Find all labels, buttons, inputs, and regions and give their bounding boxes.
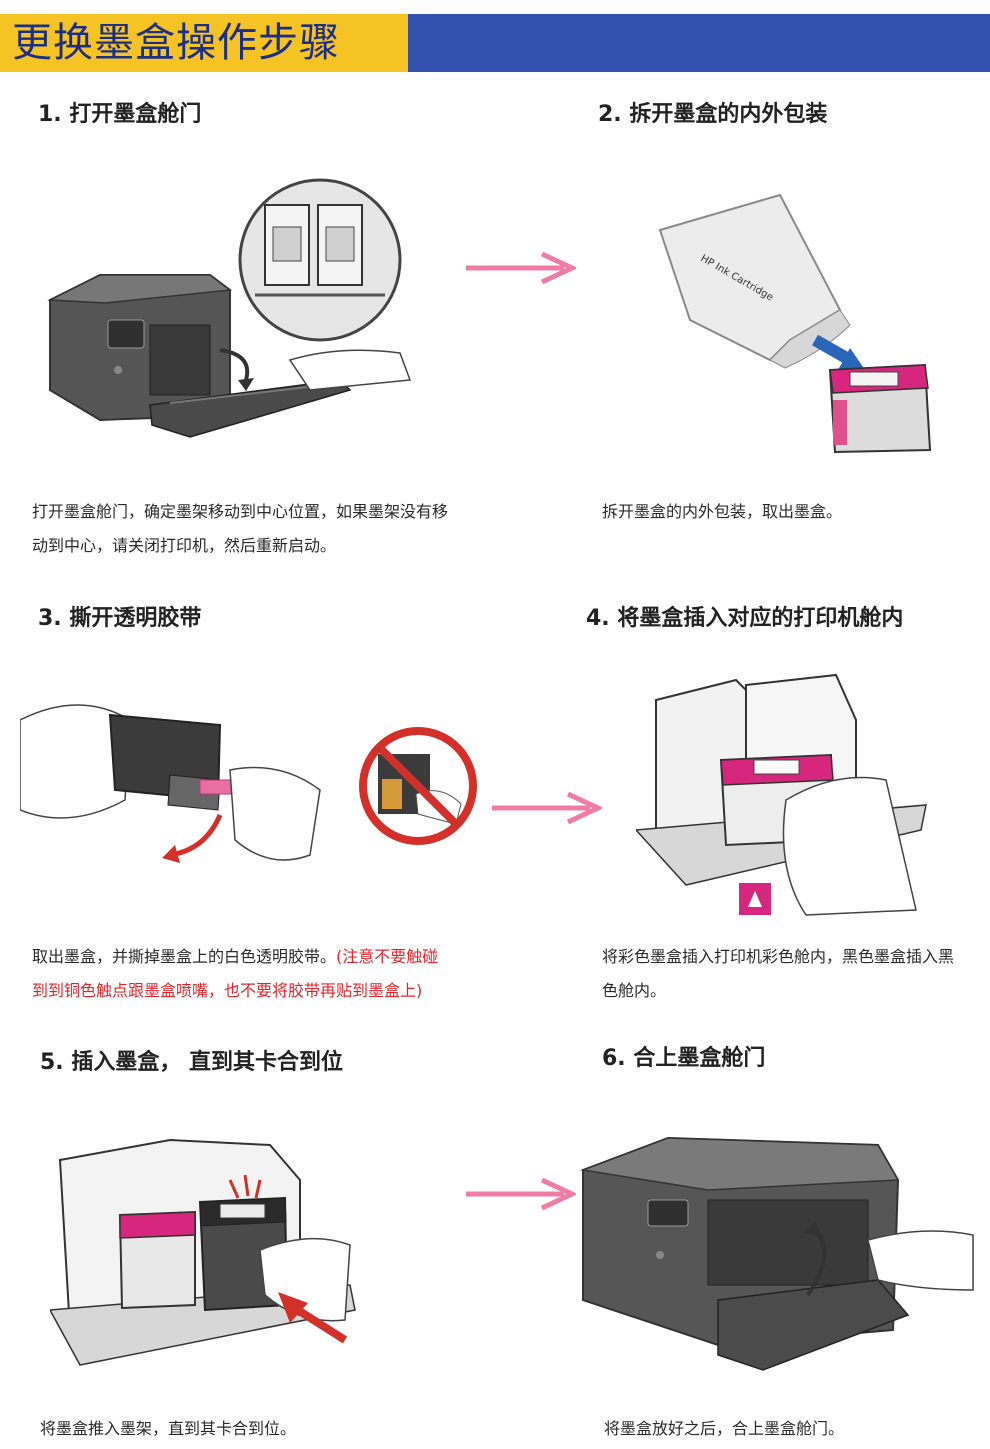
step-3-description-text: 取出墨盒，并撕掉墨盒上的白色透明胶带。: [32, 947, 337, 966]
step-6-illustration: [580, 1136, 974, 1371]
step-5-description: 将墨盒推入墨架，直到其卡合到位。: [40, 1419, 297, 1438]
step-3-illustration: [20, 704, 321, 863]
step-1-illustration: [47, 178, 412, 438]
step-4-title: 4. 将墨盒插入对应的打印机舱内: [586, 606, 904, 631]
step-2-description: 拆开墨盒的内外包装，取出墨盒。: [602, 502, 843, 521]
step-3-description: 取出墨盒，并撕掉墨盒上的白色透明胶带。(注意不要触碰到到铜色触点跟墨盒喷嘴，也不…: [32, 940, 452, 1008]
step-4-illustration: [636, 673, 927, 916]
step-1-description: 打开墨盒舱门，确定墨架移动到中心位置，如果墨架没有移动到中心，请关闭打印机，然后…: [32, 502, 449, 555]
arrow-right-icon: [466, 1177, 576, 1211]
arrow-right-icon: [492, 791, 602, 825]
step-2-title: 2. 拆开墨盒的内外包装: [598, 102, 828, 127]
header-yellow-band: [0, 14, 408, 72]
step-5-illustration: [50, 1138, 356, 1366]
step-2-illustration: HP Ink Cartridge: [658, 193, 932, 454]
step-3-warning-text: (注意不要触碰到到铜色触点跟墨盒喷嘴，也不要将胶带再贴到墨盒上): [32, 947, 439, 1000]
no-touch-warning-icon: [359, 727, 477, 845]
arrow-right-icon: [466, 251, 576, 285]
step-1-title: 1. 打开墨盒舱门: [38, 102, 202, 127]
page-title: 更换墨盒操作步骤: [12, 20, 340, 66]
step-3-title: 3. 撕开透明胶带: [38, 606, 202, 631]
step-5-title: 5. 插入墨盒， 直到其卡合到位: [40, 1050, 343, 1075]
step-6-description: 将墨盒放好之后，合上墨盒舱门。: [604, 1419, 845, 1438]
header-blue-band: [408, 14, 990, 72]
step-6-title: 6. 合上墨盒舱门: [602, 1046, 766, 1071]
page-header: 更换墨盒操作步骤: [0, 0, 990, 74]
step-4-description: 将彩色墨盒插入打印机彩色舱内，黑色墨盒插入黑色舱内。: [602, 947, 955, 1000]
